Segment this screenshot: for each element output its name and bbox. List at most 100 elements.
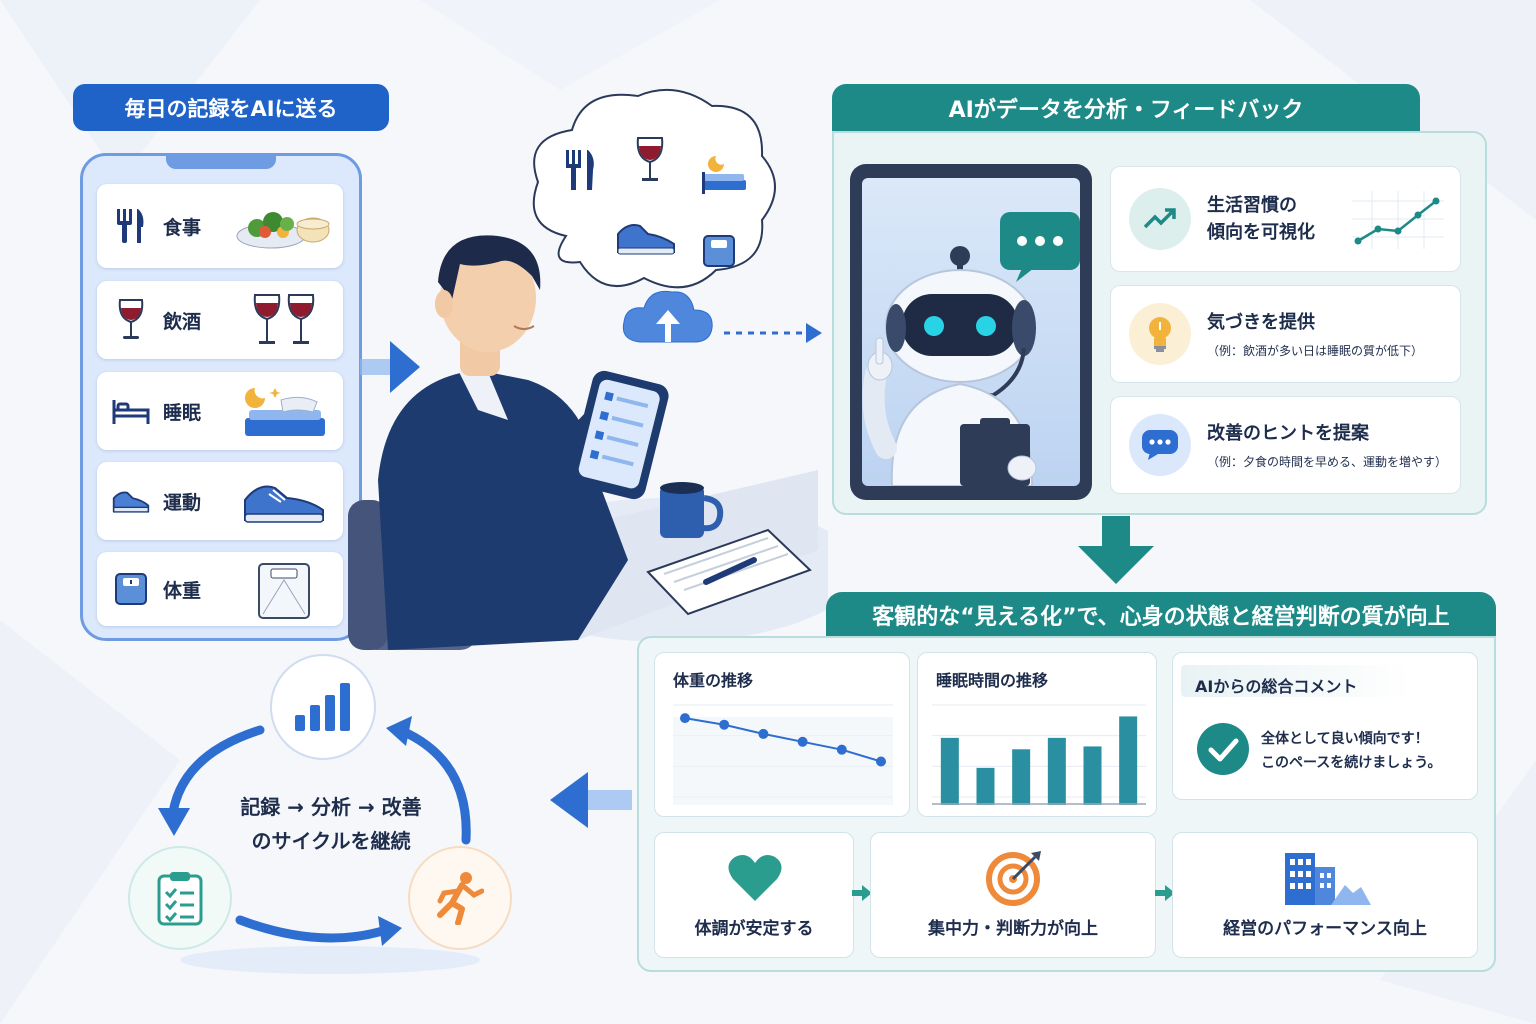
outcome-label: 経営のパフォーマンス向上 bbox=[1223, 919, 1427, 939]
outcome-performance[interactable]: 経営のパフォーマンス向上 bbox=[1172, 832, 1478, 958]
trend-up-icon bbox=[1129, 188, 1191, 250]
comment-line-1: 全体として良い傾向です！ bbox=[1261, 731, 1429, 747]
heart-icon bbox=[728, 855, 782, 901]
chat-bubble-icon bbox=[1000, 212, 1080, 282]
scale-icon bbox=[703, 235, 735, 267]
notebook-pen-icon bbox=[646, 528, 812, 616]
person-with-phone-illustration bbox=[348, 235, 828, 650]
weight-chart-box: 体重の推移 bbox=[654, 652, 910, 817]
record-item-label: 食事 bbox=[163, 216, 202, 239]
sleep-bar bbox=[976, 767, 995, 805]
ai-comment-box: AIからの総合コメント 全体として良い傾向です！ このペースを続けましょう。 bbox=[1172, 652, 1478, 800]
card-heading: 気づきを提供 bbox=[1207, 312, 1315, 333]
cycle-caption: 記録 → 分析 → 改善 のサイクルを継続 bbox=[206, 790, 456, 858]
sleep-bar-chart bbox=[932, 704, 1146, 805]
sleep-bar bbox=[1119, 716, 1138, 805]
card-heading: 生活習慣の bbox=[1207, 195, 1297, 216]
analysis-card-hint[interactable]: 改善のヒントを提案 （例：夕食の時間を早める、運動を増やす） bbox=[1110, 396, 1461, 494]
bar-chart-icon bbox=[295, 683, 350, 731]
analysis-card-visualize[interactable]: 生活習慣の傾向を可視化 bbox=[1110, 166, 1461, 272]
weight-data-point bbox=[719, 719, 730, 730]
cycle-line-2: のサイクルを継続 bbox=[251, 829, 411, 853]
arrow-left-icon bbox=[550, 772, 632, 828]
dotted-arrow-icon bbox=[724, 323, 822, 343]
bed-moon-icon bbox=[702, 156, 746, 194]
wine-glass-icon bbox=[111, 299, 151, 340]
record-title: 毎日の記録をAIに送る bbox=[73, 84, 389, 131]
sleep-chart-title: 睡眠時間の推移 bbox=[936, 671, 1049, 690]
wine-glass-icon bbox=[636, 137, 664, 181]
cycle-arrows bbox=[158, 716, 480, 974]
two-wine-glasses-icon bbox=[253, 294, 315, 344]
analysis-title: AIがデータを分析・フィードバック bbox=[832, 84, 1420, 132]
sleep-bar bbox=[1083, 746, 1102, 805]
sneaker-icon bbox=[111, 481, 151, 521]
arrow-right-small-icon bbox=[1155, 885, 1175, 901]
sleep-bar bbox=[940, 737, 959, 805]
comment-title: AIからの総合コメント bbox=[1195, 677, 1358, 696]
outcome-health[interactable]: 体調が安定する bbox=[654, 832, 854, 958]
sleep-bar bbox=[1047, 737, 1066, 805]
outcome-label: 体調が安定する bbox=[694, 919, 814, 939]
cycle-analyze-node bbox=[128, 846, 232, 950]
arrow-right-icon bbox=[360, 341, 420, 393]
record-item-meal[interactable]: 食事 bbox=[97, 184, 343, 268]
target-icon bbox=[986, 851, 1041, 906]
sleep-chart-box: 睡眠時間の推移 bbox=[917, 652, 1157, 817]
building-icon bbox=[1285, 853, 1371, 905]
bathroom-scale-icon bbox=[258, 563, 310, 619]
outcome-label: 集中力・判断力が向上 bbox=[928, 919, 1098, 939]
record-item-drink[interactable]: 飲酒 bbox=[97, 281, 343, 359]
bed-moon-icon bbox=[245, 388, 325, 436]
outcome-focus[interactable]: 集中力・判断力が向上 bbox=[870, 832, 1156, 958]
sleep-bar bbox=[1012, 749, 1031, 805]
weight-data-point bbox=[876, 756, 886, 767]
weight-chart-title: 体重の推移 bbox=[673, 671, 754, 690]
weight-series-line bbox=[684, 717, 882, 763]
phone-notch bbox=[166, 153, 276, 169]
record-item-weight[interactable]: 体重 bbox=[97, 552, 343, 626]
comment-title-band bbox=[1181, 665, 1413, 697]
bed-icon bbox=[111, 391, 151, 431]
analysis-card-insight[interactable]: 気づきを提供 （例：飲酒が多い日は睡眠の質が低下） bbox=[1110, 285, 1461, 383]
result-title: 客観的な“見える化”で、心身の状態と経営判断の質が向上 bbox=[826, 592, 1496, 638]
card-note: （例：夕食の時間を早める、運動を増やす） bbox=[1207, 455, 1448, 469]
lightbulb-icon bbox=[1129, 303, 1191, 365]
salad-plate-icon bbox=[236, 212, 330, 249]
record-item-exercise[interactable]: 運動 bbox=[97, 462, 343, 540]
record-item-label: 飲酒 bbox=[163, 310, 202, 333]
chat-bubble-icon bbox=[1129, 414, 1191, 476]
cycle-record-node bbox=[270, 654, 376, 760]
running-person-icon bbox=[437, 872, 484, 925]
cycle-improve-node bbox=[408, 846, 512, 950]
weight-data-point bbox=[758, 728, 769, 739]
utensils-icon bbox=[566, 150, 594, 190]
cycle-line-1: 記録 → 分析 → 改善 bbox=[240, 795, 422, 819]
record-item-label: 睡眠 bbox=[163, 401, 202, 424]
comment-line-2: このペースを続けましょう。 bbox=[1261, 755, 1442, 771]
weight-data-point bbox=[680, 713, 690, 724]
card-heading: 改善のヒントを提案 bbox=[1207, 423, 1369, 444]
weight-line-chart bbox=[673, 704, 893, 805]
coffee-mug-icon bbox=[660, 482, 724, 538]
sneaker-icon bbox=[617, 224, 675, 255]
thought-bubble bbox=[532, 88, 776, 289]
robot-assistant-illustration bbox=[862, 212, 1080, 486]
weight-data-point bbox=[797, 736, 808, 747]
arrow-down-icon bbox=[1078, 516, 1154, 584]
check-circle-icon bbox=[1197, 723, 1249, 775]
clipboard-check-icon bbox=[157, 872, 203, 926]
record-item-label: 運動 bbox=[163, 491, 202, 514]
record-item-sleep[interactable]: 睡眠 bbox=[97, 372, 343, 450]
weight-data-point bbox=[836, 744, 847, 755]
record-item-label: 体重 bbox=[163, 579, 202, 602]
mini-line-chart bbox=[1352, 191, 1444, 249]
arrow-right-small-icon bbox=[852, 885, 872, 901]
scale-icon bbox=[111, 569, 151, 609]
utensils-icon bbox=[111, 206, 151, 246]
cloud-upload-icon bbox=[622, 290, 713, 343]
card-heading-2: 傾向を可視化 bbox=[1207, 222, 1315, 243]
card-note: （例：飲酒が多い日は睡眠の質が低下） bbox=[1207, 344, 1424, 358]
weight-area-bg bbox=[673, 717, 893, 805]
running-shoe-icon bbox=[244, 485, 324, 523]
